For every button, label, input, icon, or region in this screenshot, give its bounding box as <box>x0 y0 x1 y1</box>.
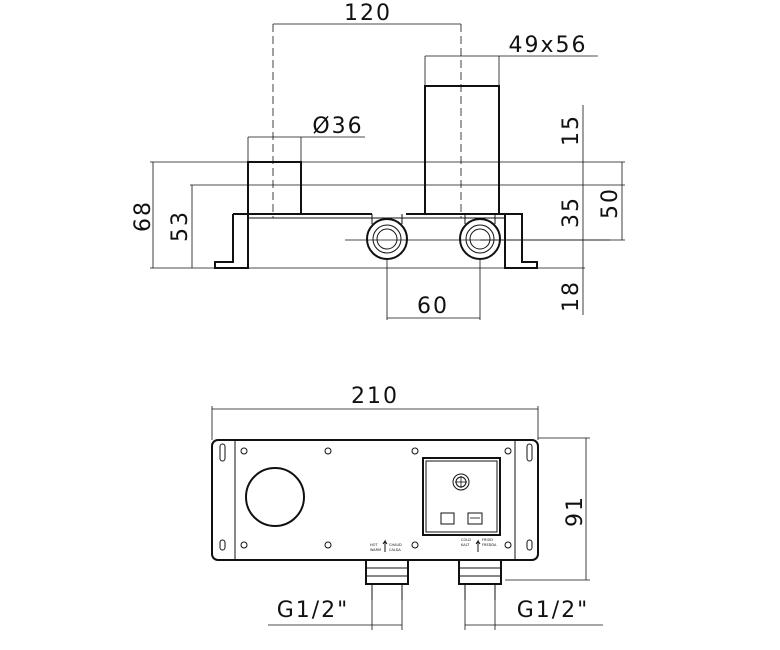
screw-4 <box>504 447 512 455</box>
valve-opening-circle <box>245 467 305 527</box>
label-bottom-4: FREDDA <box>482 543 497 547</box>
thread-right-label: G1/2" <box>517 598 590 623</box>
port-right-icon <box>467 512 483 525</box>
screw-8 <box>504 541 512 549</box>
left-valve-body <box>247 161 302 215</box>
screw-3 <box>411 447 419 455</box>
screw-5 <box>240 541 248 549</box>
dim-18-label: 18 <box>559 280 584 312</box>
screw-7 <box>411 541 419 549</box>
thread-left-label: G1/2" <box>277 598 350 623</box>
front-view: 210 91 <box>211 384 603 630</box>
screw-1 <box>240 447 248 455</box>
label-cold-2: CALDA <box>389 548 401 552</box>
valve-box-inner <box>425 460 498 533</box>
base-plate-outline <box>214 213 538 269</box>
right-valve-body <box>424 85 500 215</box>
label-hot-2: WARM <box>370 548 381 552</box>
valve-box <box>422 457 501 536</box>
dim-phi36-label: Ø36 <box>312 114 363 139</box>
dim-120-label: 120 <box>344 1 392 26</box>
dim-53-label: 53 <box>168 210 193 242</box>
screw-6 <box>324 541 332 549</box>
cartridge-icon <box>452 473 470 491</box>
dim-60-label: 60 <box>417 294 449 319</box>
port-left-icon <box>440 512 455 525</box>
slot-bottom-right <box>526 539 533 551</box>
dim-91-label: 91 <box>563 495 588 527</box>
left-pipe-nipple <box>365 559 409 600</box>
slot-top-right <box>526 443 533 462</box>
slot-bottom-left <box>219 539 226 551</box>
label-cold-1: CHAUD <box>389 543 402 547</box>
label-hot-1: HOT <box>370 543 378 547</box>
slot-top-left <box>219 443 226 462</box>
up-arrow-icon-right <box>475 539 481 552</box>
side-view: 120 49x56 Ø36 60 68 53 15 35 50 18 <box>131 1 625 320</box>
dim-50-label: 50 <box>598 187 623 219</box>
right-pipe-connector <box>459 214 501 260</box>
dim-15-label: 15 <box>559 114 584 146</box>
right-pipe-nipple <box>458 559 502 600</box>
label-bottom-1: COLD <box>461 538 471 542</box>
dim-35-label: 35 <box>559 196 584 228</box>
screw-2 <box>324 447 332 455</box>
dim-68-label: 68 <box>131 200 156 232</box>
up-arrow-icon-left <box>382 539 388 552</box>
left-pipe-connector <box>366 214 408 260</box>
dim-49x56-label: 49x56 <box>508 33 587 58</box>
label-bottom-3: FROID <box>482 538 493 542</box>
dim-210-label: 210 <box>351 384 399 409</box>
label-bottom-2: KALT <box>461 543 470 547</box>
